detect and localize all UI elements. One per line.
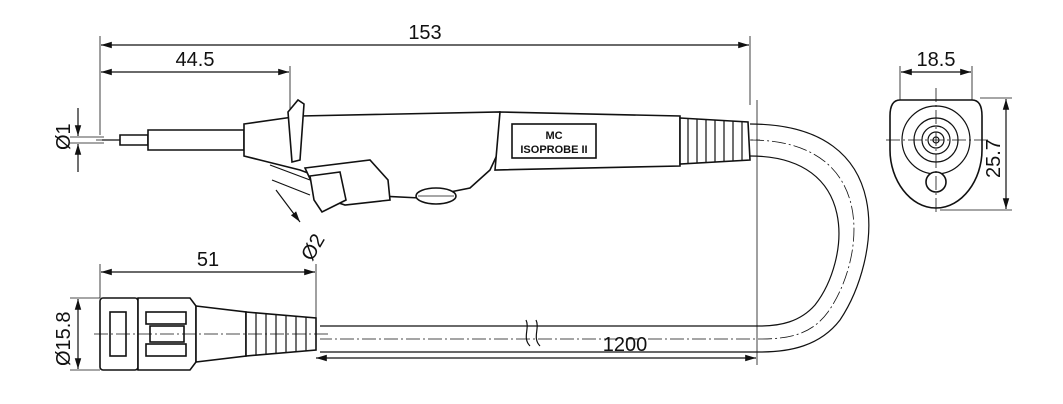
dimension-connector-diameter-label: Ø15.8 bbox=[53, 312, 75, 366]
dimension-18-5: 18.5 bbox=[899, 49, 973, 100]
dimension-tip-diameter: Ø1 bbox=[53, 108, 104, 172]
dimension-18-5-label: 18.5 bbox=[917, 49, 956, 71]
end-view bbox=[886, 88, 990, 214]
label-line-1: MC bbox=[545, 130, 562, 142]
probe-body: MC ISOPROBE II bbox=[96, 98, 760, 214]
label-box bbox=[511, 123, 597, 159]
dimension-51-label: 51 bbox=[197, 249, 219, 271]
dimension-25-7: 25.7 bbox=[940, 97, 1012, 211]
label-line-2: ISOPROBE II bbox=[520, 144, 587, 156]
dimension-tip-diameter-label: Ø1 bbox=[53, 123, 75, 150]
dimension-1200-label: 1200 bbox=[603, 334, 648, 356]
cable bbox=[320, 123, 870, 353]
dimension-44-5: 44.5 bbox=[101, 49, 291, 110]
dimension-1200: 1200 bbox=[316, 100, 758, 365]
dimension-lead-diameter-label: Ø2 bbox=[297, 230, 329, 264]
dimension-153: 153 bbox=[99, 22, 751, 135]
connector bbox=[94, 297, 330, 371]
dimension-25-7-label: 25.7 bbox=[983, 139, 1005, 178]
dimension-51: 51 bbox=[99, 249, 317, 318]
dimension-153-label: 153 bbox=[408, 22, 441, 44]
dimension-connector-diameter: Ø15.8 bbox=[53, 297, 100, 371]
dimension-44-5-label: 44.5 bbox=[176, 49, 215, 71]
